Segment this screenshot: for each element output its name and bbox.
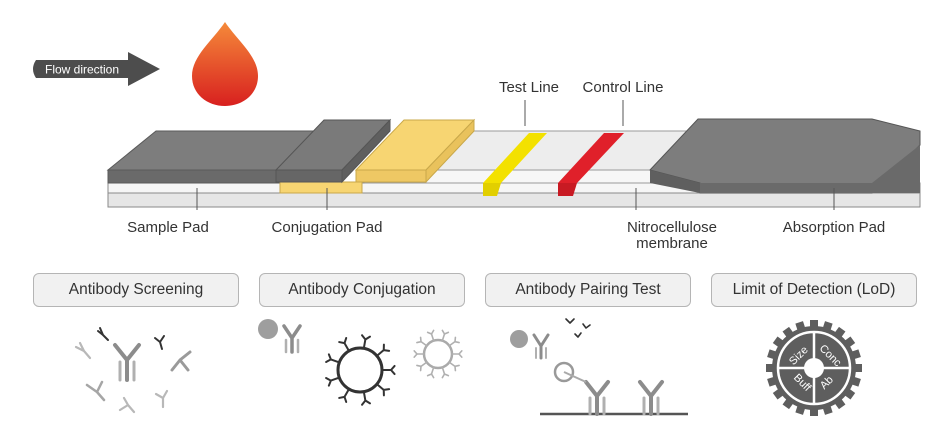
label-ticks xyxy=(196,100,835,210)
absorption-pad xyxy=(649,118,921,194)
blood-drop-icon xyxy=(192,22,258,106)
nitrocellulose-label-line1: Nitrocellulose xyxy=(627,219,717,236)
antibody-screening-button[interactable]: Antibody Screening xyxy=(33,273,239,307)
control-line-label: Control Line xyxy=(583,79,664,96)
antibody-screening-icon xyxy=(74,327,192,414)
test-line-label: Test Line xyxy=(499,79,559,96)
flow-direction-label: Flow direction xyxy=(45,63,119,77)
conjugation-pad-label: Conjugation Pad xyxy=(272,219,383,236)
sample-pad-label: Sample Pad xyxy=(127,219,209,236)
antibody-pairing-test-icon xyxy=(510,318,688,416)
conjugation-pad xyxy=(279,118,476,194)
lod-gear-icon: Size Conc Buff Ab xyxy=(766,320,862,416)
antibody-conjugation-icon xyxy=(258,319,463,406)
absorption-pad-label: Absorption Pad xyxy=(783,219,886,236)
antibody-conjugation-button[interactable]: Antibody Conjugation xyxy=(259,273,465,307)
limit-of-detection-button[interactable]: Limit of Detection (LoD) xyxy=(711,273,917,307)
control-line xyxy=(558,133,624,196)
flow-direction-arrow: Flow direction xyxy=(33,52,160,86)
antibody-pairing-test-button[interactable]: Antibody Pairing Test xyxy=(485,273,691,307)
nitrocellulose-label-line2: membrane xyxy=(636,235,708,252)
test-line xyxy=(483,133,547,196)
sample-pad-step xyxy=(274,118,392,184)
